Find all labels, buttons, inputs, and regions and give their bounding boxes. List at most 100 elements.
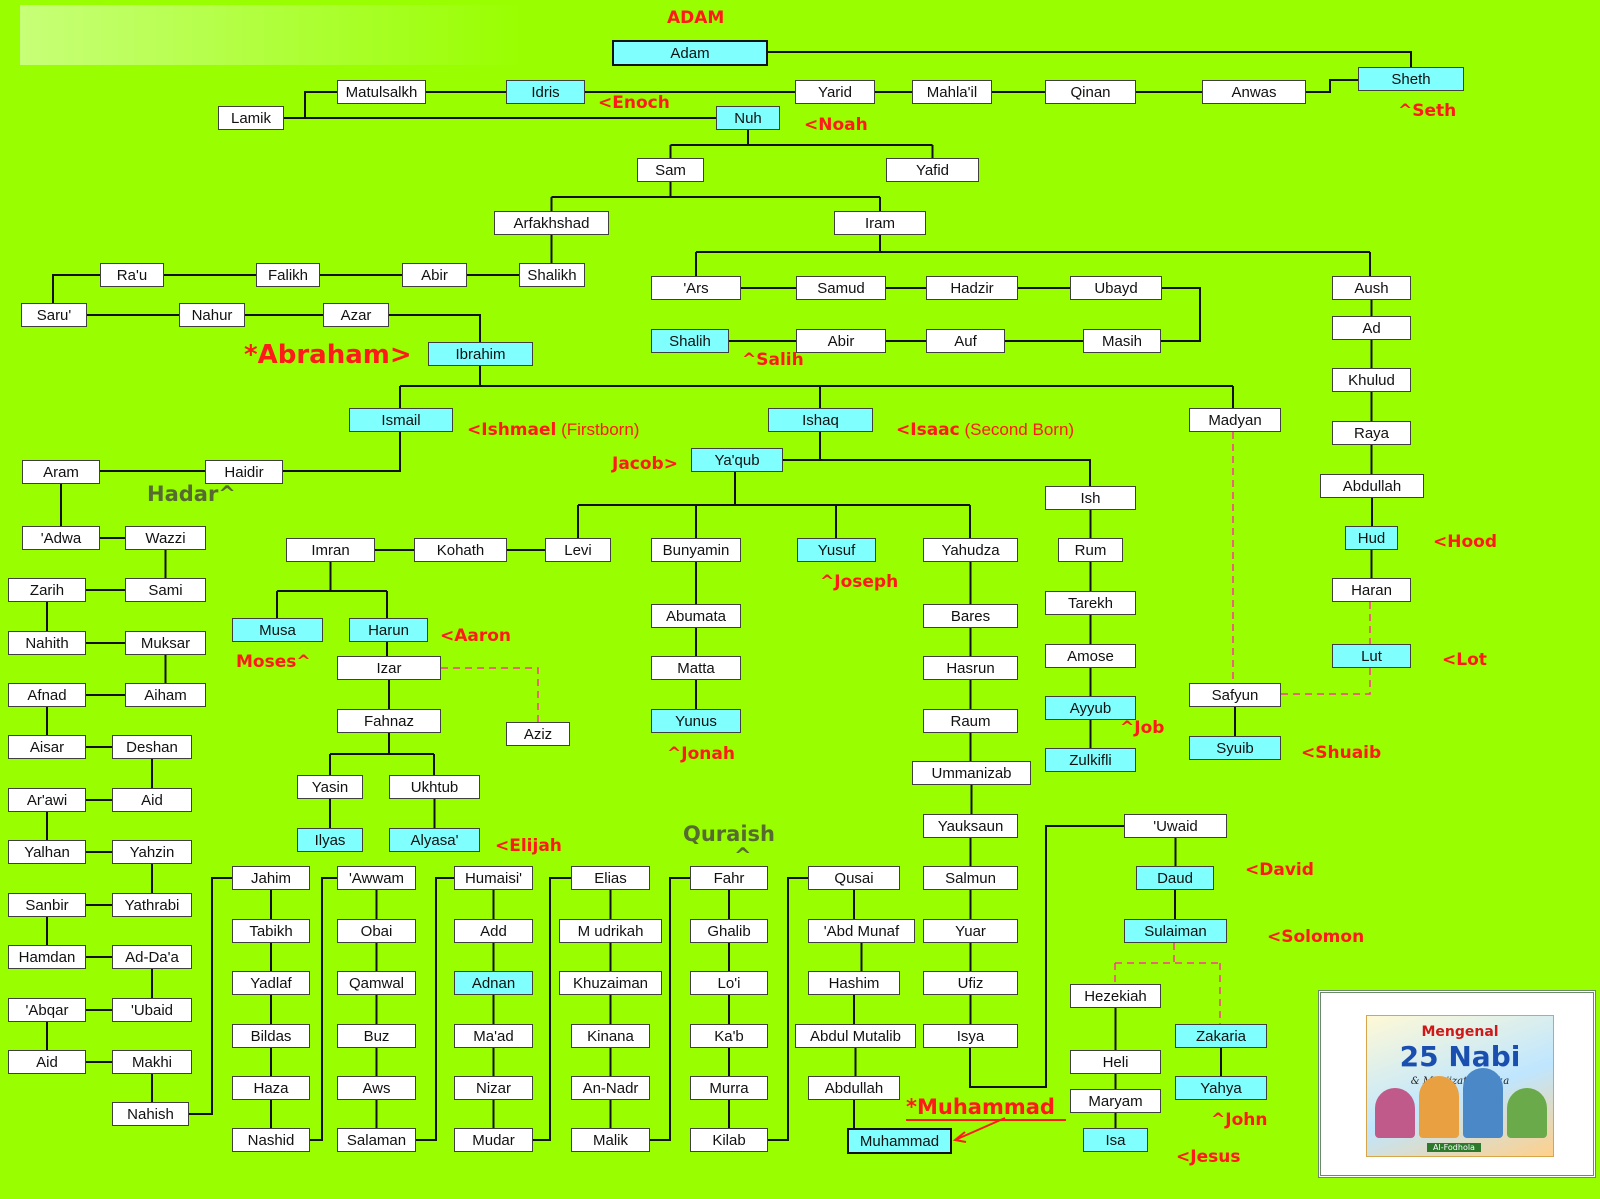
label-jonah: ^Jonah xyxy=(667,744,735,764)
label-moses: Moses^ xyxy=(236,652,311,672)
label-text: *Abraham> xyxy=(244,340,412,370)
person-box-yahya: Yahya xyxy=(1175,1076,1267,1100)
person-box-aiham: Aiham xyxy=(125,683,206,707)
person-box-abdullah1: Abdullah xyxy=(1320,474,1424,498)
label-shuaib: <Shuaib xyxy=(1301,743,1381,763)
book-subtitle: & Mukjizat Mereka xyxy=(1410,1076,1510,1087)
person-box-malik: Malik xyxy=(571,1128,650,1152)
label-note: (Firstborn) xyxy=(556,420,640,439)
link-line xyxy=(533,877,571,1141)
person-box-hamdan: Hamdan xyxy=(8,945,86,969)
person-box-kilab: Kilab xyxy=(690,1128,768,1152)
label-text: ^Joseph xyxy=(820,572,899,592)
person-box-sam: Sam xyxy=(637,158,704,182)
person-box-hezekiah: Hezekiah xyxy=(1070,984,1161,1008)
person-box-qamwal: Qamwal xyxy=(337,971,416,995)
person-box-ummanizab: Ummanizab xyxy=(912,761,1031,785)
person-box-matulsalkh: Matulsalkh xyxy=(337,80,426,104)
person-box-aziz: Aziz xyxy=(506,722,570,746)
person-box-nahith: Nahith xyxy=(8,631,86,655)
person-box-fahr: Fahr xyxy=(690,866,768,890)
person-box-yadlaf: Yadlaf xyxy=(232,971,310,995)
label-text: <David xyxy=(1245,860,1314,880)
person-box-nashid: Nashid xyxy=(232,1128,310,1152)
person-box-yarid: Yarid xyxy=(795,80,875,104)
label-text: <Shuaib xyxy=(1301,743,1382,763)
person-box-nahur: Nahur xyxy=(179,303,245,327)
person-box-yusuf: Yusuf xyxy=(797,538,876,562)
label-adam: ADAM xyxy=(667,8,724,28)
person-box-buz: Buz xyxy=(337,1024,416,1048)
person-box-kohath: Kohath xyxy=(414,538,507,562)
label-hood: <Hood xyxy=(1433,532,1497,552)
person-box-yasin: Yasin xyxy=(297,775,363,799)
label-solomon: <Solomon xyxy=(1267,927,1364,947)
label-text: ^Seth xyxy=(1398,101,1457,121)
person-box-khulud: Khulud xyxy=(1332,368,1411,392)
person-box-humaisi: Humaisi' xyxy=(454,866,533,890)
person-box-isya: Isya xyxy=(923,1024,1018,1048)
person-box-ilyas: Ilyas xyxy=(297,828,363,852)
person-box-adda: Ad-Da'a xyxy=(112,945,192,969)
person-box-ubaid: 'Ubaid xyxy=(112,998,192,1022)
person-box-ayyub: Ayyub xyxy=(1045,696,1136,720)
person-box-iram: Iram xyxy=(834,211,926,235)
person-box-abdullah2: Abdullah xyxy=(808,1076,900,1100)
dashed-link xyxy=(441,667,539,722)
person-box-harun: Harun xyxy=(349,618,428,642)
person-box-yauksaun: Yauksaun xyxy=(923,814,1018,838)
person-box-kab: Ka'b xyxy=(690,1024,768,1048)
label-text: ^ xyxy=(734,844,752,868)
label-text: <Noah xyxy=(804,115,868,135)
link-line xyxy=(389,314,481,342)
person-box-kinana: Kinana xyxy=(571,1024,650,1048)
label-quraish-caret: ^ xyxy=(734,844,752,868)
label-jacob: Jacob> xyxy=(612,454,678,474)
person-box-zulkifli: Zulkifli xyxy=(1045,748,1136,772)
label-text: Jacob> xyxy=(612,454,678,474)
dashed-link xyxy=(1281,668,1371,695)
label-noah: <Noah xyxy=(804,115,868,135)
label-ishmael: <Ishmael (Firstborn) xyxy=(467,420,639,440)
person-box-muhammad: Muhammad xyxy=(847,1128,952,1154)
label-text: <Solomon xyxy=(1267,927,1365,947)
person-box-ars: 'Ars xyxy=(651,276,741,300)
person-box-hadzir: Hadzir xyxy=(926,276,1018,300)
label-seth: ^Seth xyxy=(1398,101,1456,121)
label-jesus: <Jesus xyxy=(1176,1147,1240,1167)
person-box-bares: Bares xyxy=(923,604,1018,628)
person-box-ibrahim: Ibrahim xyxy=(428,342,533,366)
person-box-rum: Rum xyxy=(1058,538,1123,562)
link-line xyxy=(284,91,337,119)
link-line xyxy=(189,877,232,1115)
person-box-ukhtub: Ukhtub xyxy=(389,775,480,799)
person-box-yahzin: Yahzin xyxy=(112,840,192,864)
label-text: <Hood xyxy=(1433,532,1497,552)
link-line xyxy=(1161,287,1201,342)
person-box-bunyamin: Bunyamin xyxy=(651,538,741,562)
person-box-yafid: Yafid xyxy=(886,158,979,182)
person-box-jahim: Jahim xyxy=(232,866,310,890)
person-box-masih: Masih xyxy=(1083,329,1161,353)
person-box-ad: Ad xyxy=(1332,316,1411,340)
person-box-yahudza: Yahudza xyxy=(923,538,1018,562)
person-box-levi: Levi xyxy=(545,538,611,562)
book-title-top: Mengenal xyxy=(1421,1024,1499,1040)
person-box-bildas: Bildas xyxy=(232,1024,310,1048)
person-box-muksar: Muksar xyxy=(125,631,206,655)
person-box-abumata: Abumata xyxy=(651,604,741,628)
person-box-raum: Raum xyxy=(923,709,1018,733)
label-note: (Second Born) xyxy=(959,420,1075,439)
person-box-ish: Ish xyxy=(1045,486,1136,510)
person-box-falikh: Falikh xyxy=(256,263,320,287)
person-box-auf: Auf xyxy=(926,329,1005,353)
person-box-yunus: Yunus xyxy=(651,709,741,733)
person-box-qusai: Qusai xyxy=(808,866,900,890)
link-line xyxy=(52,274,100,303)
person-box-shalih: Shalih xyxy=(651,329,729,353)
link-line xyxy=(1306,79,1358,93)
label-text: <Enoch xyxy=(598,93,670,113)
person-box-abdmunaf: 'Abd Munaf xyxy=(808,919,915,943)
link-line xyxy=(310,877,337,1141)
